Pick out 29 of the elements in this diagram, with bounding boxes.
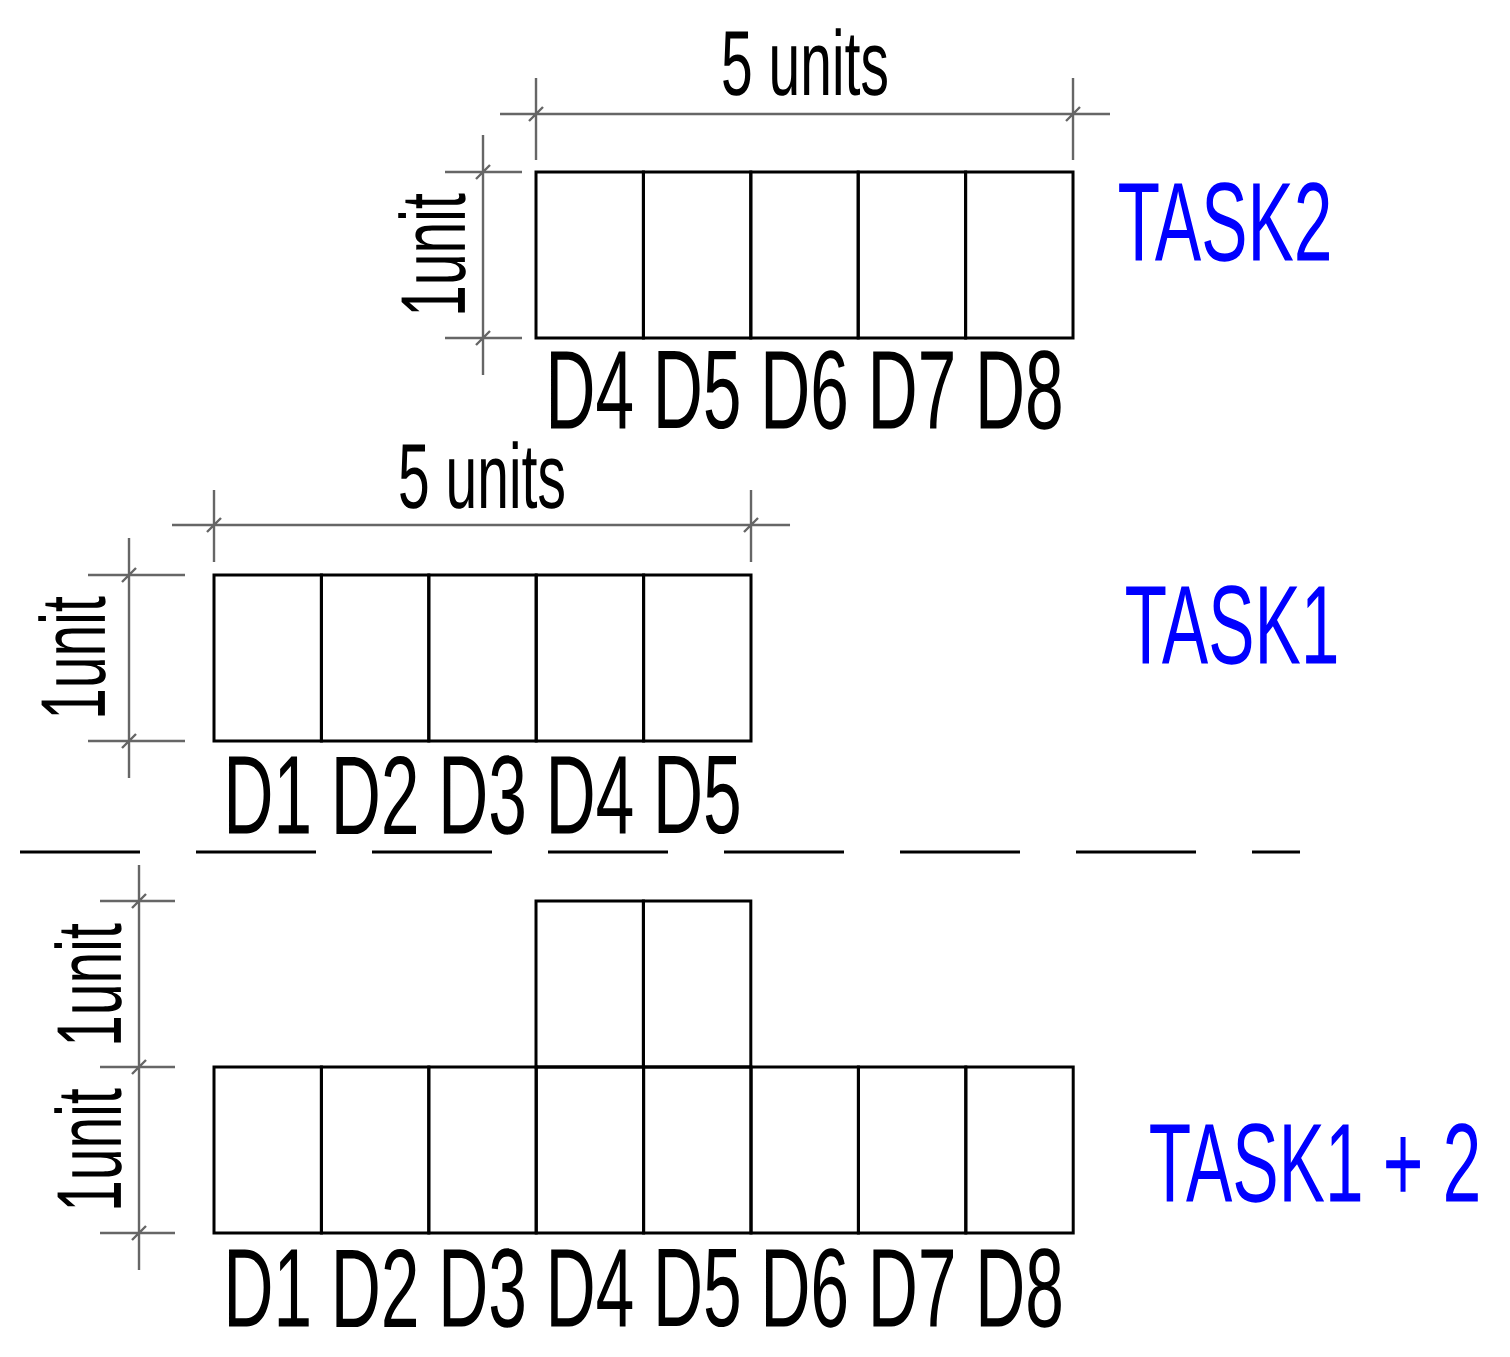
cell-label: D2 [336,755,416,835]
task-label: TASK2 [1119,182,1329,262]
cell-label: D4 [551,351,633,429]
cell-label: D4 [551,1249,633,1327]
dimension-label: 1unit [54,923,122,1043]
cell-label: D6 [766,1248,847,1328]
cell-label: D5 [658,755,739,835]
grid-cell [534,899,645,1069]
cell-label: D4 [551,756,633,834]
task-label: TASK1 + 2 [1150,1123,1478,1203]
dimension-label: 5 units [723,28,887,96]
task-label: TASK1 [1126,585,1337,665]
grid-cell [641,899,753,1069]
cell-label: D1 [229,1249,309,1327]
cell-label: D7 [873,1249,953,1327]
cell-label: D8 [980,350,1061,430]
cell-label: D8 [980,1248,1061,1328]
dimension-label: 1unit [54,1088,122,1208]
dimension-label: 5 units [400,441,564,509]
cell-label: D5 [658,1248,739,1328]
cell-label: D1 [229,756,309,834]
cell-label: D6 [765,350,846,430]
cell-label: D3 [443,755,524,835]
cell-label: D5 [658,350,739,430]
cell-label: D3 [443,1248,524,1328]
cell-label: D7 [873,351,953,429]
cell-label: D2 [336,1248,416,1328]
dimension-label: 1unit [398,193,466,313]
dimension-label: 1unit [38,596,106,716]
